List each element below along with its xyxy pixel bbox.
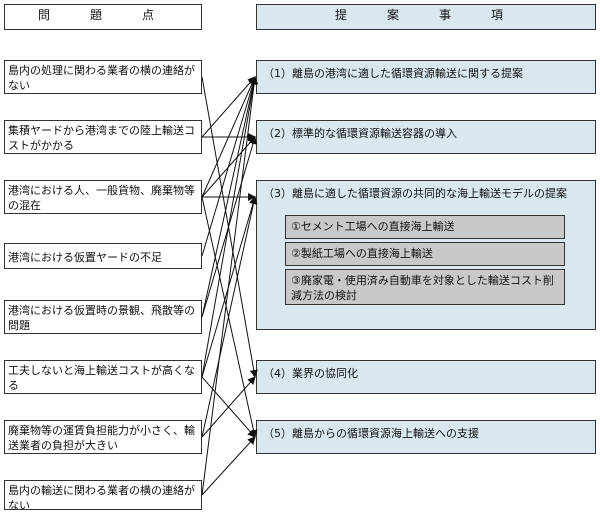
problem-box-2: 集積ヤードから港湾までの陸上輸送コストがかかる (4, 120, 202, 154)
problem-box-4: 港湾における仮置ヤードの不足 (4, 243, 202, 269)
arrow-link (201, 76, 256, 198)
subitem-3: ③廃家電・使用済み自動車を対象とした輸送コスト削減方法の検討 (285, 269, 565, 305)
arrow-link (201, 436, 256, 496)
problem-box-1: 島内の処理に関わる業者の横の連絡がない (4, 60, 202, 94)
proposal-box-2: （2）標準的な循環資源輸送容器の導入 (256, 120, 596, 154)
arrow-link (201, 76, 259, 496)
proposal-box-5: （5）離島からの循環資源海上輸送への支援 (256, 420, 596, 454)
problem-box-8: 島内の輸送に関わる業者の横の連絡がない (4, 480, 202, 512)
problem-box-5: 港湾における仮置時の景観、飛散等の問題 (4, 300, 202, 334)
arrow-link (201, 76, 257, 257)
arrow-link (201, 76, 258, 378)
proposal-box-4: （4）業界の協同化 (256, 360, 596, 394)
proposals-header: 提 案 事 項 (256, 4, 596, 30)
problems-header: 問 題 点 (4, 4, 202, 30)
problem-box-3: 港湾における人、一般貨物、廃棄物等の混在 (4, 180, 202, 214)
subitem-2: ②製紙工場への直接海上輸送 (285, 242, 565, 266)
subitem-1: ①セメント工場への直接海上輸送 (285, 215, 565, 239)
arrow-link (201, 76, 256, 138)
arrow-link (201, 76, 258, 318)
problem-box-7: 廃棄物等の運賃負担能力が小さく、輸送業者の負担が大きい (4, 420, 202, 454)
problem-box-6: 工夫しないと海上輸送コストが高くなる (4, 360, 202, 394)
arrow-link (201, 196, 258, 438)
proposal-3-title: （3）離島に適した循環資源の共同的な海上輸送モデルの提案 (263, 187, 567, 200)
